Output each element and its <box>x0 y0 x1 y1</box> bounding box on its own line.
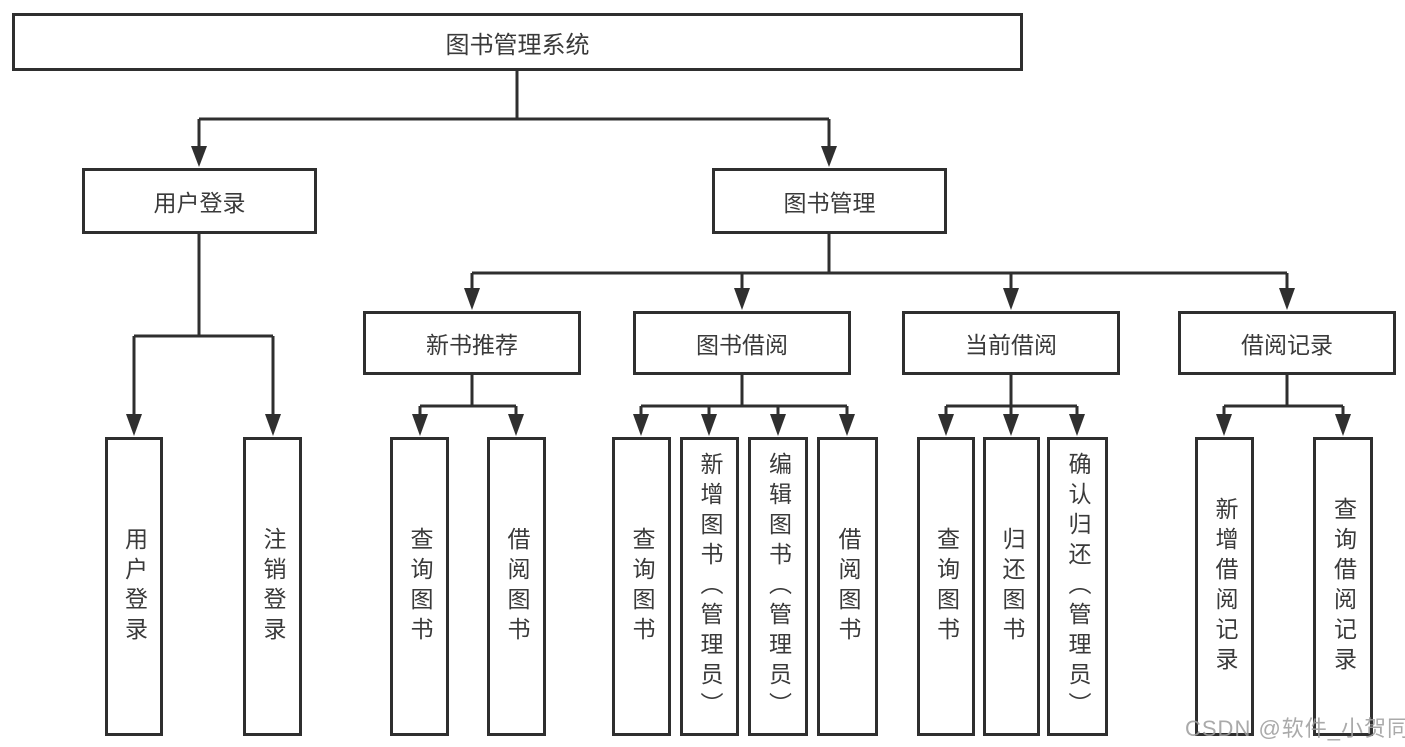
node-borrow-records: 借阅记录 <box>1178 311 1396 375</box>
arrowhead <box>126 414 142 436</box>
leaf-label: 借阅图书 <box>504 526 530 647</box>
arrowhead <box>265 414 281 436</box>
arrowhead <box>734 288 750 310</box>
arrowhead <box>1335 414 1351 436</box>
connector-book-borrow-children <box>639 375 849 415</box>
arrowhead <box>839 414 855 436</box>
connector-book-mgmt-children <box>470 234 1289 289</box>
leaf-label: 新增图书（管理员） <box>697 451 723 722</box>
leaf-label: 查询图书 <box>407 526 433 647</box>
connector-user-login-children <box>132 234 275 415</box>
node-leaf-borrow-books-1: 借阅图书 <box>487 437 546 736</box>
node-leaf-query-books-3: 查询图书 <box>917 437 975 736</box>
leaf-label: 借阅图书 <box>835 526 861 647</box>
leaf-label: 新增借阅记录 <box>1212 496 1238 677</box>
arrowhead <box>1003 414 1019 436</box>
node-leaf-logout: 注销登录 <box>243 437 302 736</box>
leaf-label: 确认归还（管理员） <box>1065 451 1091 722</box>
arrowhead <box>633 414 649 436</box>
node-leaf-return-books: 归还图书 <box>983 437 1040 736</box>
node-leaf-query-borrow-record: 查询借阅记录 <box>1313 437 1373 736</box>
leaf-label: 查询图书 <box>933 526 960 647</box>
arrowhead <box>412 414 428 436</box>
csdn-watermark: CSDN @软件_小贺同学 <box>1185 716 1405 741</box>
arrowhead <box>701 414 717 436</box>
node-user-login: 用户登录 <box>82 168 317 234</box>
leaf-label: 查询图书 <box>629 526 655 647</box>
node-leaf-confirm-return-admin: 确认归还（管理员） <box>1047 437 1108 736</box>
node-leaf-query-books-1: 查询图书 <box>390 437 449 736</box>
arrowhead <box>1003 288 1019 310</box>
arrowhead <box>1216 414 1232 436</box>
connector-root-to-level2 <box>197 70 831 147</box>
arrowhead <box>938 414 954 436</box>
arrowhead <box>508 414 524 436</box>
leaf-label: 注销登录 <box>260 526 286 647</box>
node-book-borrowing: 图书借阅 <box>633 311 851 375</box>
arrowhead <box>1279 288 1295 310</box>
leaf-label: 查询借阅记录 <box>1330 496 1357 677</box>
node-new-book-recommend: 新书推荐 <box>363 311 581 375</box>
arrowhead <box>1069 414 1085 436</box>
node-book-management: 图书管理 <box>712 168 947 234</box>
arrowhead <box>821 146 837 167</box>
node-leaf-user-login: 用户登录 <box>105 437 163 736</box>
node-leaf-query-books-2: 查询图书 <box>612 437 671 736</box>
node-leaf-add-books-admin: 新增图书（管理员） <box>680 437 739 736</box>
arrowheads <box>126 146 1351 436</box>
connector-current-borrow-children <box>944 375 1079 415</box>
arrowhead <box>191 146 207 167</box>
arrowhead <box>464 288 480 310</box>
node-system-root: 图书管理系统 <box>12 13 1023 71</box>
connector-new-book-rec-children <box>418 375 518 415</box>
node-leaf-edit-books-admin: 编辑图书（管理员） <box>748 437 808 736</box>
leaf-label: 编辑图书（管理员） <box>765 451 792 722</box>
leaf-label: 用户登录 <box>121 526 148 647</box>
node-current-borrowing: 当前借阅 <box>902 311 1120 375</box>
node-leaf-add-borrow-record: 新增借阅记录 <box>1195 437 1254 736</box>
arrowhead <box>770 414 786 436</box>
node-leaf-borrow-books-2: 借阅图书 <box>817 437 878 736</box>
leaf-label: 归还图书 <box>999 526 1025 647</box>
connector-borrow-records-children <box>1222 375 1345 415</box>
